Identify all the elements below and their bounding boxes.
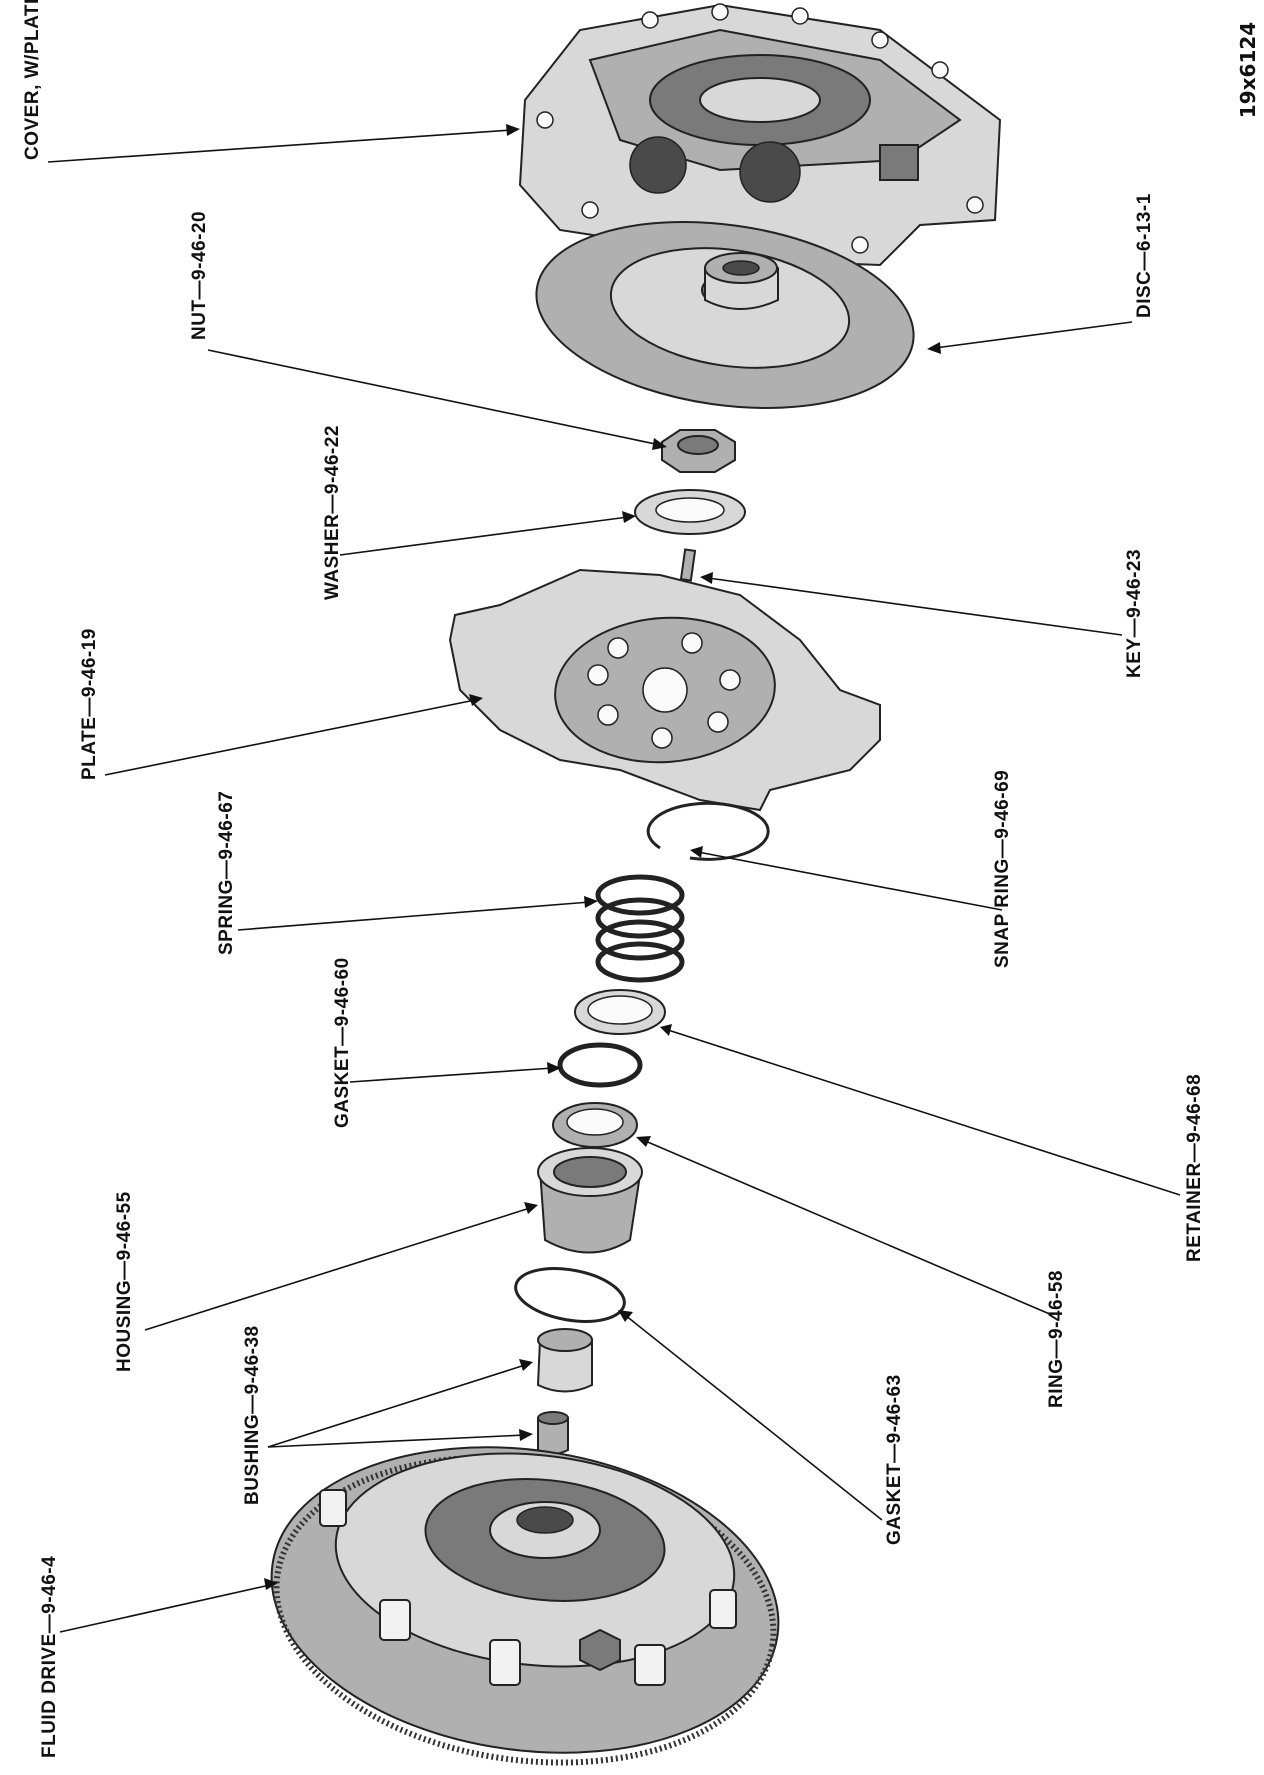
label-bushing: BUSHING—9-46-38	[242, 1325, 263, 1505]
snap-ring-part	[646, 801, 770, 861]
nut-part	[661, 429, 736, 473]
retainer-part	[574, 989, 666, 1035]
label-cover: COVER, W/PLATE—6-14-1	[22, 0, 43, 160]
key-part	[679, 548, 697, 582]
label-spring: SPRING—9-46-67	[216, 791, 237, 955]
label-retainer: RETAINER—9-46-68	[1184, 1074, 1205, 1262]
leader-lines	[47, 124, 1181, 1633]
washer-part	[634, 489, 746, 535]
label-disc: DISC—6-13-1	[1134, 193, 1155, 318]
label-gasket-60: GASKET—9-46-60	[332, 957, 353, 1128]
disc-part	[535, 221, 915, 409]
ring-58-part	[552, 1102, 638, 1148]
label-housing: HOUSING—9-46-55	[114, 1191, 135, 1372]
label-snap-ring: SNAP RING—9-46-69	[992, 770, 1013, 968]
cover-part	[518, 3, 1002, 267]
gasket-60-part	[557, 1042, 643, 1088]
label-fluid-drive: FLUID DRIVE—9-46-4	[39, 1556, 60, 1758]
label-ring: RING—9-46-58	[1046, 1270, 1067, 1408]
label-plate: PLATE—9-46-19	[79, 628, 100, 780]
label-washer: WASHER—9-46-22	[322, 425, 343, 600]
housing-part	[537, 1147, 643, 1254]
bushing-large-part	[536, 1328, 593, 1393]
gasket-63-part	[514, 1267, 626, 1323]
plate-part	[448, 568, 881, 812]
figure-number: 19x6124	[1236, 22, 1260, 118]
spring-part	[595, 874, 685, 983]
label-nut: NUT—9-46-20	[189, 211, 210, 340]
bushing-small-part	[537, 1411, 569, 1455]
fluid-drive-part	[270, 1446, 780, 1766]
label-key: KEY—9-46-23	[1124, 549, 1145, 678]
label-gasket-63: GASKET—9-46-63	[884, 1374, 905, 1545]
